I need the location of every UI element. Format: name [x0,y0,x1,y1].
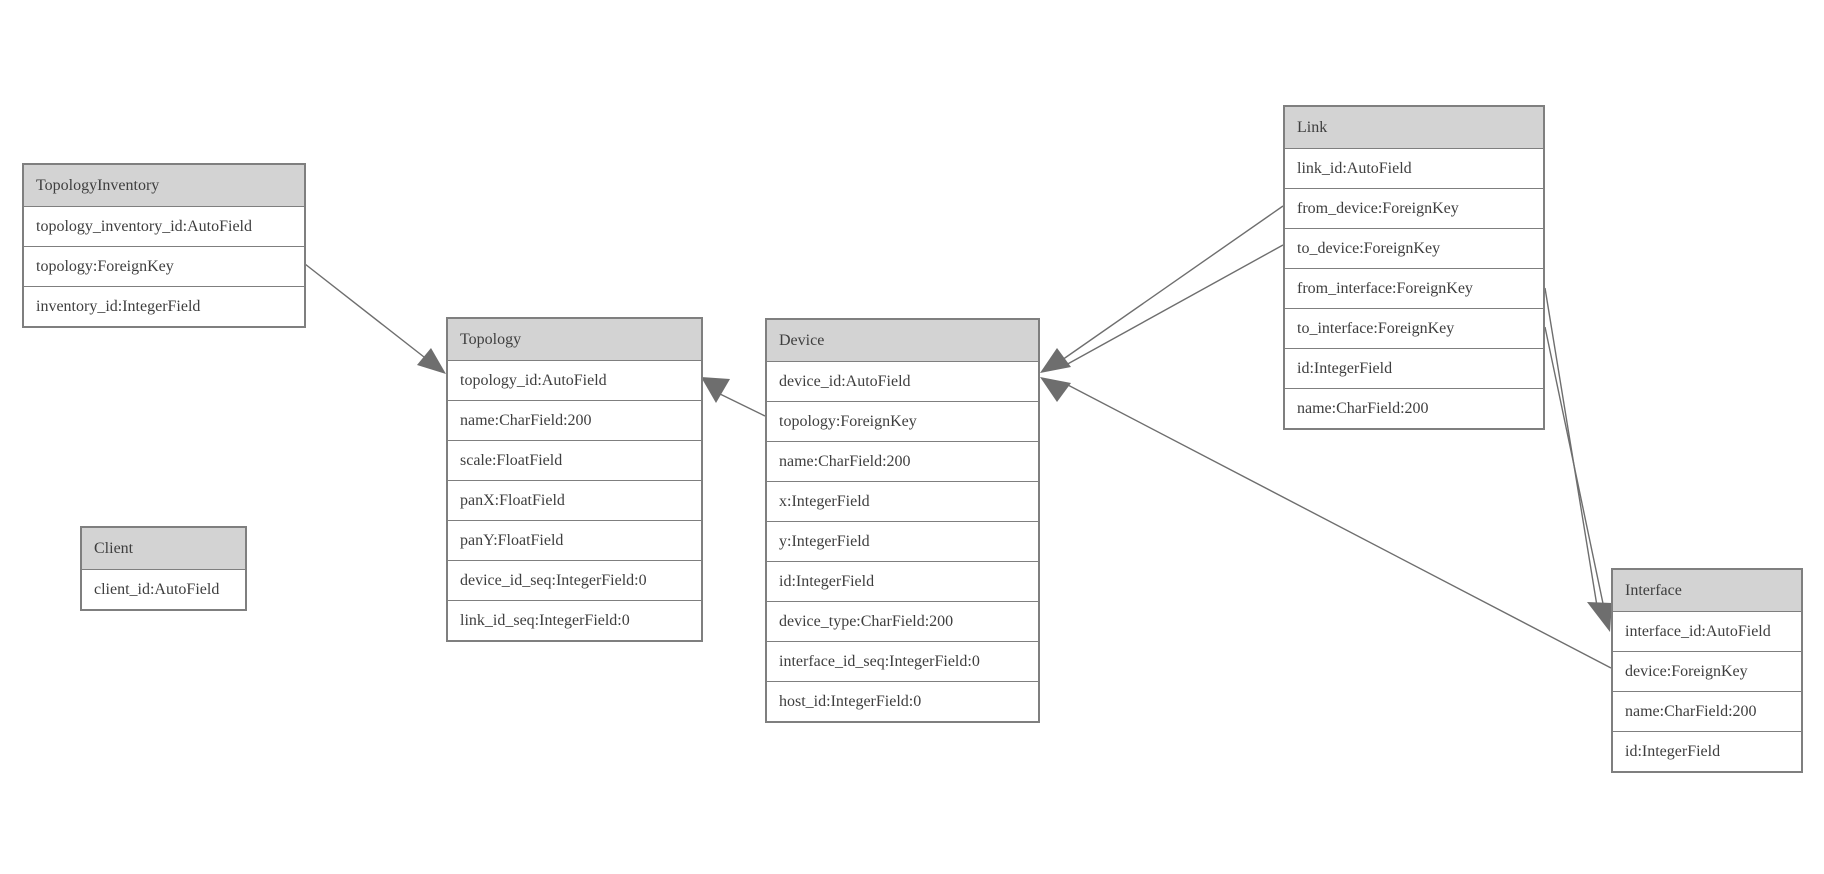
relation-line-link-to-device [1063,244,1284,367]
field-row: link_id:AutoField [1285,148,1543,188]
relation-line-link-from-interface [1544,287,1598,607]
field-row: name:CharField:200 [1285,388,1543,428]
entity-title: TopologyInventory [24,165,304,206]
field-row: host_id:IntegerField:0 [767,681,1038,721]
entity-fields: client_id:AutoField [82,569,245,609]
entity-title: Link [1285,107,1543,148]
field-row: link_id_seq:IntegerField:0 [448,600,701,640]
field-row: interface_id_seq:IntegerField:0 [767,641,1038,681]
entity-client: Client client_id:AutoField [80,526,247,611]
relation-line-device-topology [719,393,766,417]
field-row: name:CharField:200 [767,441,1038,481]
field-row: id:IntegerField [1613,731,1801,771]
relation-line-link-from-device [1061,205,1284,361]
entity-topologyinventory: TopologyInventory topology_inventory_id:… [22,163,306,328]
field-row: topology_id:AutoField [448,360,701,400]
field-row: topology:ForeignKey [24,246,304,286]
field-row: panY:FloatField [448,520,701,560]
field-row: name:CharField:200 [1613,691,1801,731]
field-row: panX:FloatField [448,480,701,520]
arrowhead-device-lower [1040,377,1071,402]
arrowhead-device-upper [1040,348,1071,373]
entity-title: Device [767,320,1038,361]
field-row: id:IntegerField [767,561,1038,601]
field-row: y:IntegerField [767,521,1038,561]
entity-title: Client [82,528,245,569]
field-row: to_device:ForeignKey [1285,228,1543,268]
relation-line-topologyinventory-topology [304,263,425,358]
field-row: from_device:ForeignKey [1285,188,1543,228]
arrowhead-topology-right [701,377,730,403]
field-row: to_interface:ForeignKey [1285,308,1543,348]
field-row: interface_id:AutoField [1613,611,1801,651]
field-row: from_interface:ForeignKey [1285,268,1543,308]
field-row: device_id_seq:IntegerField:0 [448,560,701,600]
field-row: scale:FloatField [448,440,701,480]
field-row: topology_inventory_id:AutoField [24,206,304,246]
field-row: topology:ForeignKey [767,401,1038,441]
field-row: device_type:CharField:200 [767,601,1038,641]
relation-line-interface-device [1065,383,1612,669]
relation-line-link-to-interface [1544,326,1606,614]
field-row: client_id:AutoField [82,569,245,609]
field-row: name:CharField:200 [448,400,701,440]
arrowhead-interface-left [1587,602,1612,632]
field-row: device:ForeignKey [1613,651,1801,691]
field-row: id:IntegerField [1285,348,1543,388]
entity-title: Topology [448,319,701,360]
field-row: device_id:AutoField [767,361,1038,401]
field-row: inventory_id:IntegerField [24,286,304,326]
arrowhead-topology-left [417,348,446,374]
field-row: x:IntegerField [767,481,1038,521]
entity-title: Interface [1613,570,1801,611]
